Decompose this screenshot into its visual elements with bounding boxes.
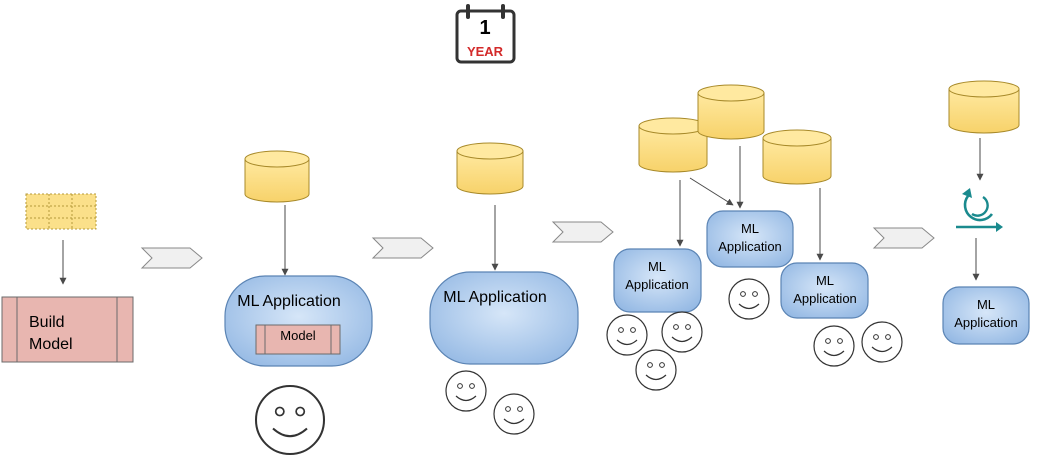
app-label: ML Application [237,293,340,310]
retrain-cycle-icon [956,188,1003,232]
user-smiley-icon [493,393,535,435]
database-icon [697,84,765,140]
ml-application-node: ML Application [613,248,702,313]
badge-number: 1 [479,17,490,39]
user-smiley-icon [445,370,487,412]
app-label: ML Application [443,289,546,306]
app-label-line2: Application [625,277,689,292]
chevron-arrow-1 [140,247,203,269]
database-icon [244,150,310,203]
user-smiley-icon [661,311,703,353]
ml-application-node: ML Application [429,271,579,365]
user-smiley-icon [254,384,326,456]
user-smiley-icon [606,314,648,356]
app-label-line2: Application [793,291,857,306]
build-model-label-line2: Model [29,336,73,353]
database-icon [638,117,708,173]
ml-application-node: ML Application [942,286,1030,345]
flow-arrow [689,177,734,206]
chevron-arrow-3 [551,221,614,243]
database-icon [948,80,1020,134]
user-smiley-icon [728,278,770,320]
model-label: Model [280,328,316,343]
user-smiley-icon [813,325,855,367]
calendar-year-icon: 1 YEAR [455,4,516,64]
badge-label: YEAR [467,44,504,59]
user-smiley-icon [861,321,903,363]
app-label-line2: Application [718,239,782,254]
app-label-line1: ML [741,221,759,236]
database-icon [762,129,832,185]
app-label-line2: Application [954,315,1018,330]
ml-application-node: ML Application [706,210,794,268]
build-model-box: Build Model [1,296,134,363]
chevron-arrow-4 [872,227,935,249]
ml-application-node: ML Application [780,262,869,319]
ml-application-node: ML Application Model [224,275,373,367]
app-label-line1: ML [648,259,666,274]
user-smiley-icon [635,349,677,391]
chevron-arrow-2 [371,237,434,259]
database-icon [456,142,524,195]
data-table-icon [25,193,97,230]
app-label-line1: ML [977,297,995,312]
app-label-line1: ML [816,273,834,288]
build-model-label-line1: Build [29,314,65,331]
